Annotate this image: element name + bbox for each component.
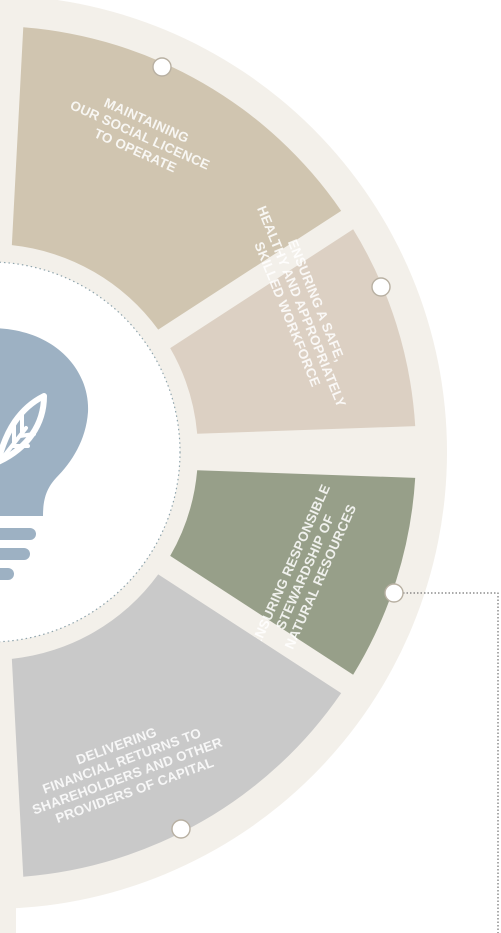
lightbulb-base-band-1: [0, 528, 36, 540]
lightbulb-base-band-2: [0, 548, 30, 560]
node-dot-workforce[interactable]: [371, 277, 391, 297]
segment-workforce-shape[interactable]: [170, 229, 416, 434]
segment-financial-returns-shape[interactable]: [11, 574, 342, 877]
connector-line: [396, 592, 499, 933]
leaf-icon: [0, 393, 47, 465]
segment-financial-returns[interactable]: DELIVERING FINANCIAL RETURNS TO SHAREHOL…: [11, 574, 342, 877]
segment-stewardship[interactable]: ENSURING RESPONSIBLE STEWARDSHIP OF NATU…: [170, 470, 416, 675]
dotted-ring: [0, 261, 181, 643]
node-dots: [152, 57, 404, 839]
node-dot-stewardship[interactable]: [384, 583, 404, 603]
segment-social-licence[interactable]: MAINTAINING OUR SOCIAL LICENCE TO OPERAT…: [11, 27, 342, 330]
node-dot-social[interactable]: [152, 57, 172, 77]
lightbulb-leaf-icon: [0, 328, 89, 580]
node-dot-financial[interactable]: [171, 819, 191, 839]
segment-social-licence-shape[interactable]: [11, 27, 342, 330]
leaf-veins: [2, 412, 36, 458]
lightbulb-base-band-3: [0, 568, 14, 580]
lightbulb-glass: [0, 328, 89, 516]
segment-stewardship-shape[interactable]: [170, 470, 416, 675]
